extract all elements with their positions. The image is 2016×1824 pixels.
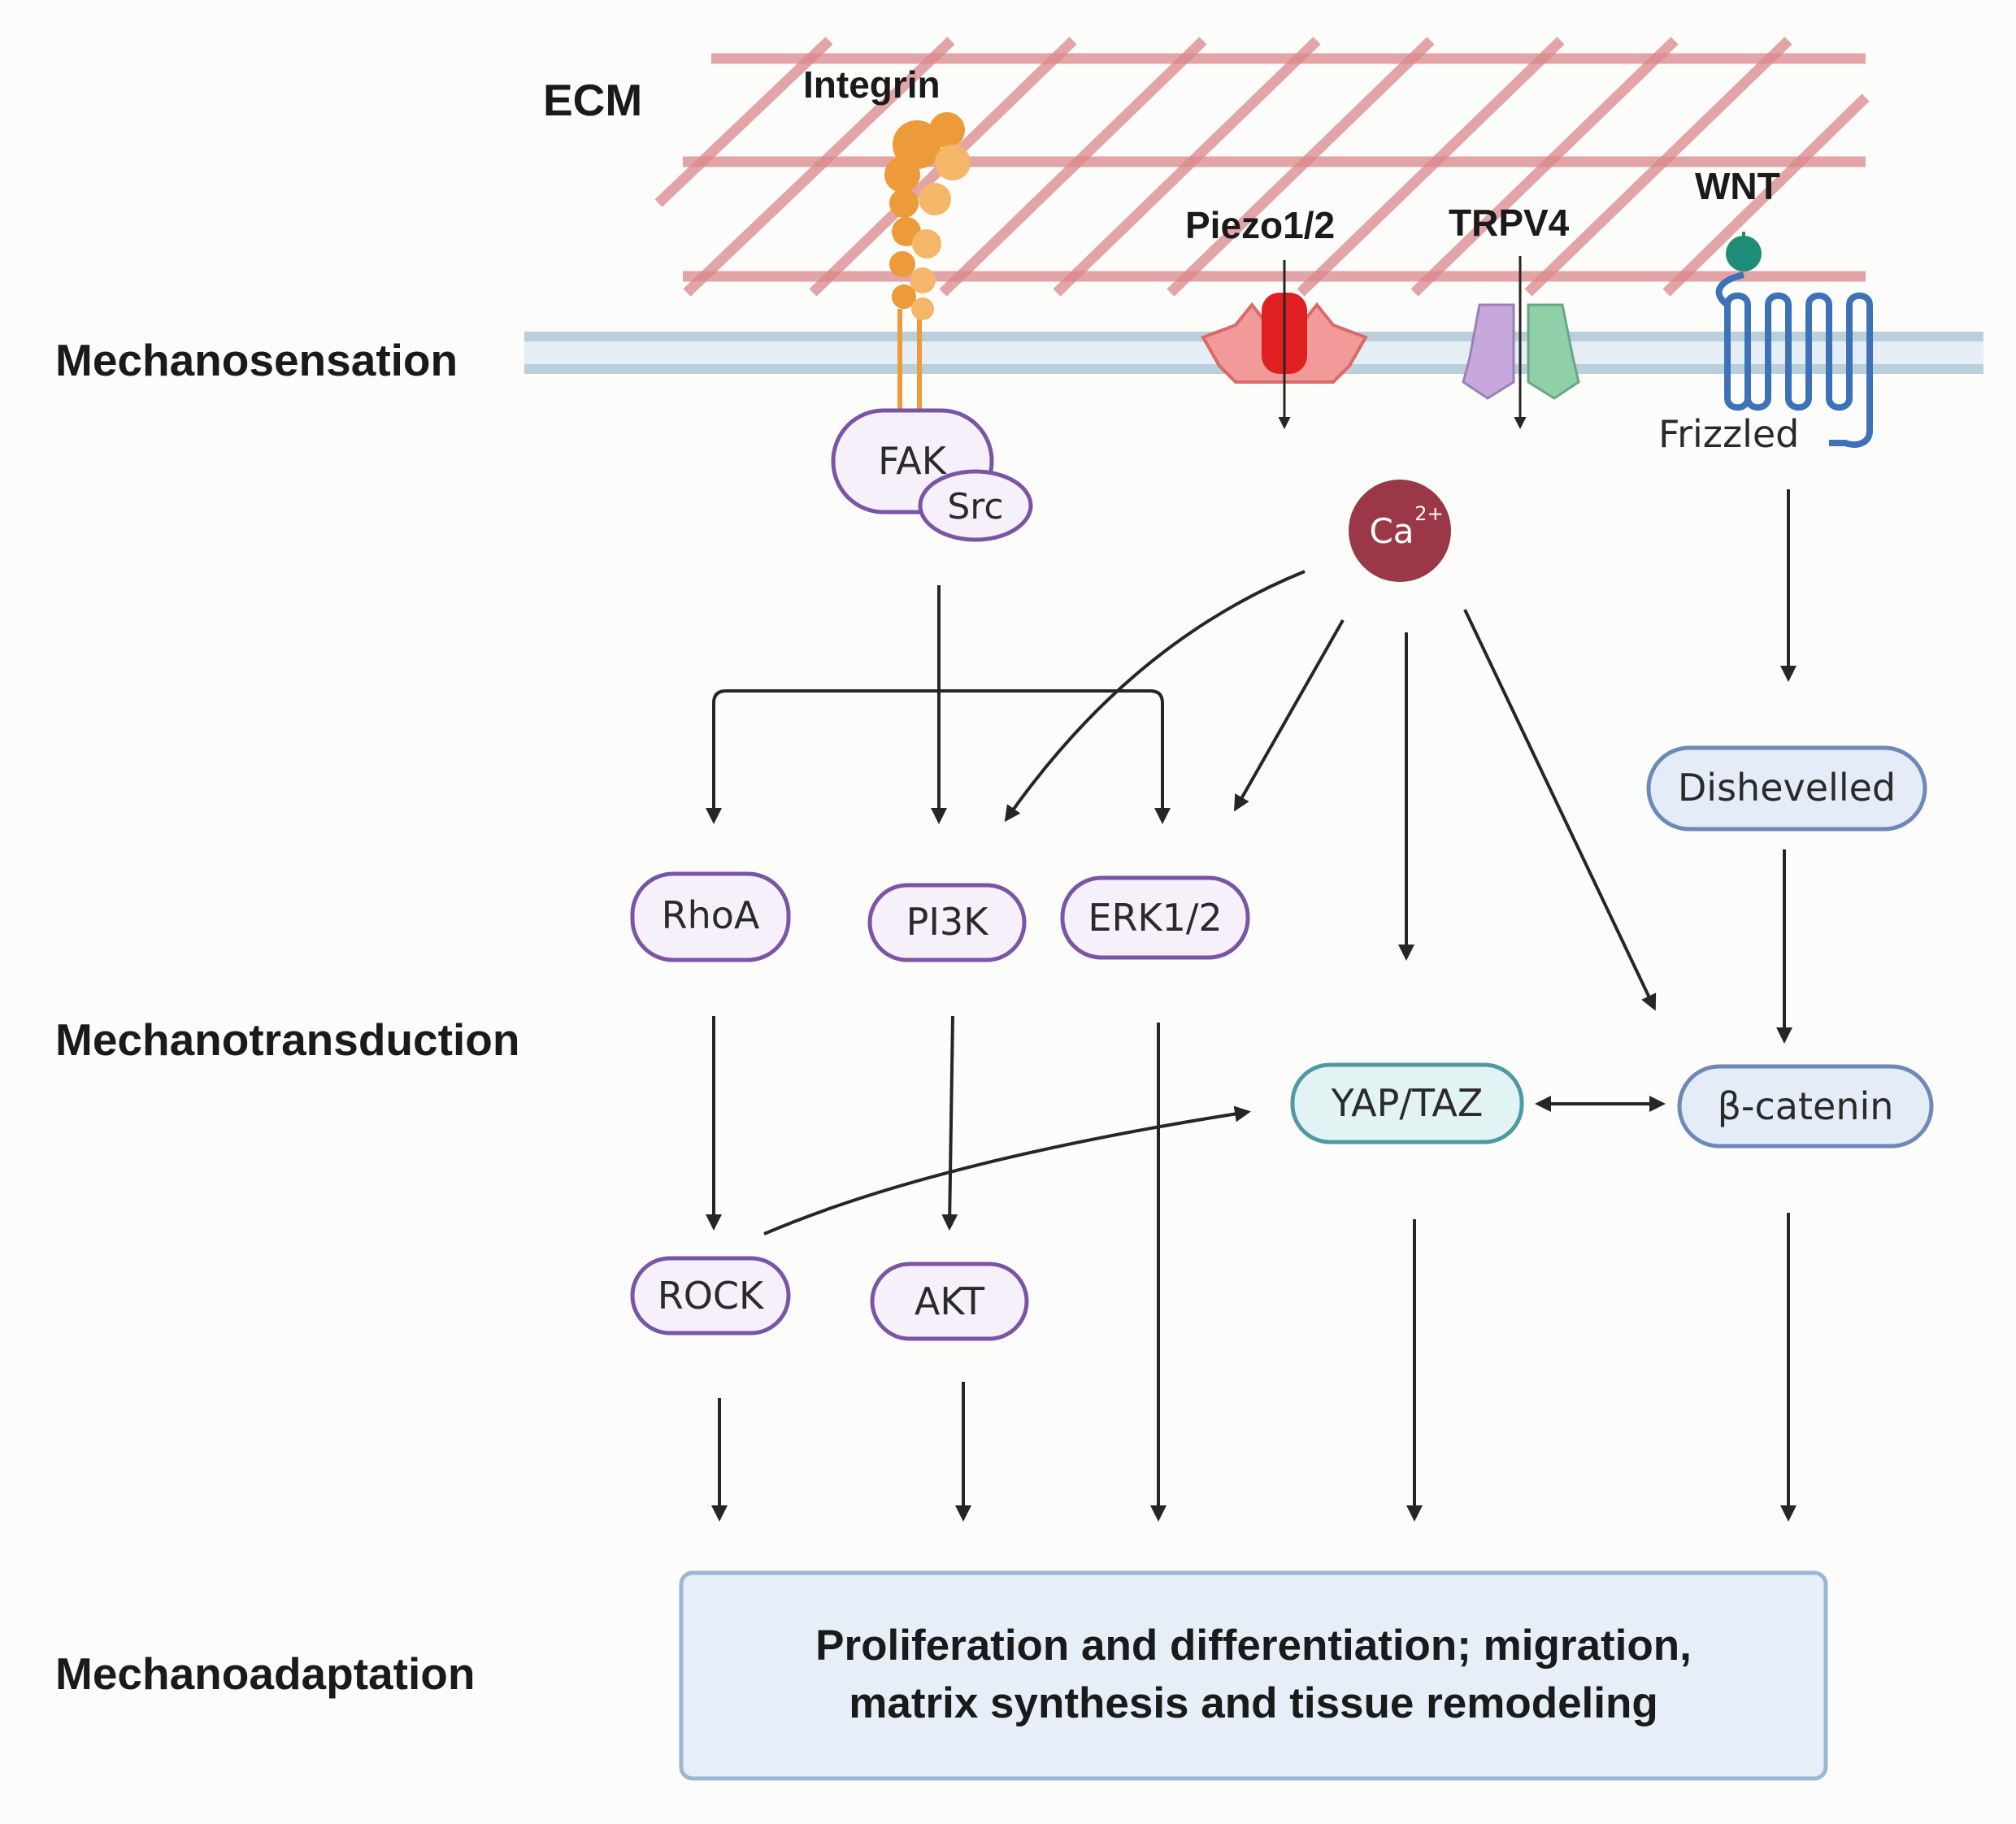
node-rock: ROCK <box>630 1256 791 1335</box>
rhoa-label: RhoA <box>662 893 760 937</box>
stage-mechanoadaptation: Mechanoadaptation <box>55 1648 475 1699</box>
node-akt: AKT <box>870 1262 1029 1341</box>
erk-label: ERK1/2 <box>1088 896 1222 940</box>
integrin-label: Integrin <box>803 63 941 106</box>
arrow-ca-catenin <box>1463 609 1657 1011</box>
fak-src-complex: FAK Src <box>831 408 1033 542</box>
stage-mechanosensation: Mechanosensation <box>55 335 458 385</box>
outcome-box: Proliferation and differentiation; migra… <box>679 1570 1828 1781</box>
calcium-label: Ca <box>1369 511 1414 551</box>
arrow-rock-yap <box>763 1105 1251 1236</box>
dishevelled-label: Dishevelled <box>1678 766 1896 810</box>
arrow-pi3k-akt <box>941 1015 958 1231</box>
arrow-ca-pi3k <box>1004 570 1306 823</box>
integrin-receptor <box>884 112 971 415</box>
node-yap-taz: YAP/TAZ <box>1290 1062 1524 1144</box>
wnt-ligand <box>1726 236 1762 271</box>
pi3k-label: PI3K <box>906 900 990 944</box>
akt-label: AKT <box>915 1279 985 1323</box>
rock-label: ROCK <box>658 1274 765 1318</box>
arrow-fak-rhoa <box>706 689 939 824</box>
fak-label: FAK <box>878 439 948 483</box>
outcome-line-1: Proliferation and differentiation; migra… <box>815 1622 1692 1670</box>
node-rhoa: RhoA <box>630 871 791 962</box>
trpv4-channel <box>1462 256 1580 429</box>
node-dishevelled: Dishevelled <box>1646 745 1927 832</box>
node-beta-catenin: β-catenin <box>1677 1064 1934 1149</box>
piezo-channel <box>1201 260 1368 429</box>
node-erk: ERK1/2 <box>1060 875 1250 960</box>
calcium-charge: 2+ <box>1414 502 1443 525</box>
wnt-label: WNT <box>1695 165 1780 207</box>
calcium-ion: Ca 2+ <box>1349 480 1451 582</box>
node-pi3k: PI3K <box>867 883 1027 962</box>
ecm-label: ECM <box>543 75 642 125</box>
beta-catenin-label: β-catenin <box>1718 1084 1894 1128</box>
piezo-label: Piezo1/2 <box>1185 204 1335 246</box>
yap-taz-label: YAP/TAZ <box>1331 1081 1484 1125</box>
arrow-ca-erk <box>1234 619 1345 812</box>
frizzled-label: Frizzled <box>1658 412 1799 456</box>
trpv4-label: TRPV4 <box>1449 202 1570 244</box>
pathway-arrows <box>706 489 1797 1522</box>
frizzled-receptor <box>1715 232 1873 448</box>
outcome-line-2: matrix synthesis and tissue remodeling <box>849 1679 1658 1727</box>
arrow-fak-erk <box>939 689 1171 824</box>
src-label: Src <box>947 486 1003 528</box>
stage-mechanotransduction: Mechanotransduction <box>55 1014 519 1065</box>
